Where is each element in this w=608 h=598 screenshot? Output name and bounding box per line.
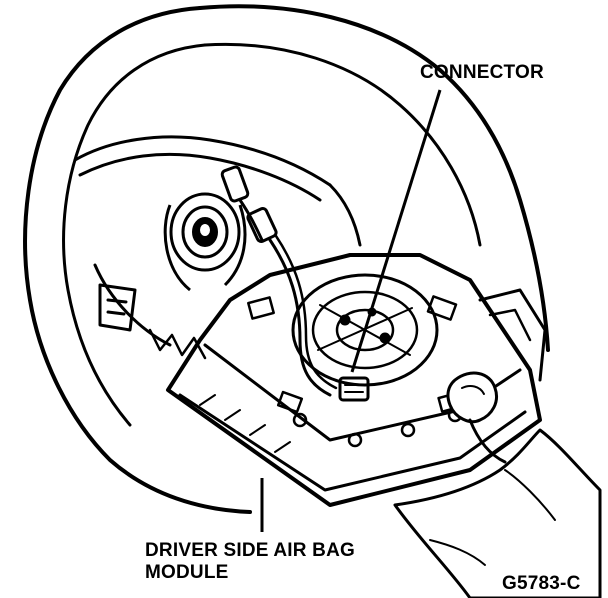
connector-leader-line xyxy=(350,89,442,373)
air-bag-module-label-line1: DRIVER SIDE AIR BAG xyxy=(145,540,356,561)
figure-code-label: G5783-C xyxy=(502,573,581,594)
air-bag-module xyxy=(166,253,547,507)
steering-column-hub xyxy=(163,192,247,292)
hand xyxy=(393,371,602,598)
clockspring-connector xyxy=(220,165,370,402)
steering-wheel-spoke xyxy=(73,135,362,360)
connector-label: CONNECTOR xyxy=(420,62,544,83)
air-bag-module-label: DRIVER SIDE AIR BAG MODULE xyxy=(145,540,355,584)
steering-wheel-rim xyxy=(23,4,550,514)
air-bag-module-label-line2: MODULE xyxy=(145,562,229,583)
